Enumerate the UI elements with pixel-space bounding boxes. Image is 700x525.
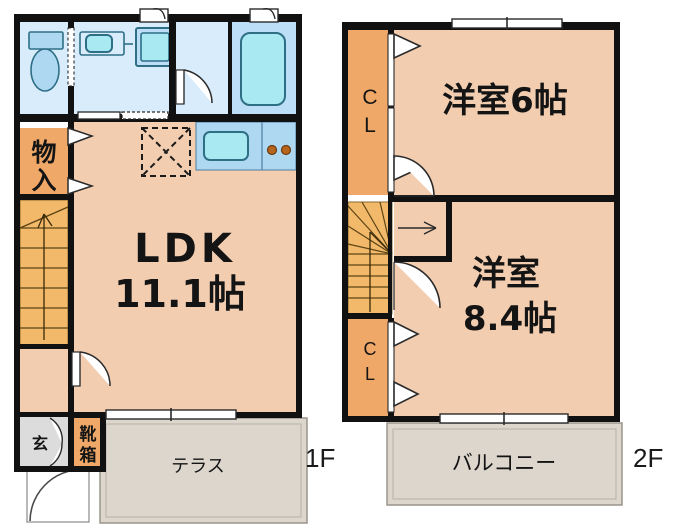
storage-closet-area <box>20 128 68 194</box>
staircase-2f <box>347 201 437 315</box>
ldk-label-line1: LDK <box>134 226 236 272</box>
closet-bottom-label-line2: L <box>365 364 375 384</box>
bathtub-icon <box>240 32 286 106</box>
terrace-area <box>99 417 308 524</box>
shoebox-area <box>74 416 102 466</box>
ldk-label-line2: 11.1帖 <box>114 272 246 316</box>
entrance-door-swing <box>26 465 90 523</box>
terrace-label: テラス <box>171 456 225 477</box>
closet-bottom-area <box>348 318 388 416</box>
stove-burner-right-icon <box>280 144 292 156</box>
door-closet-bottom <box>387 320 420 413</box>
hallway-floor <box>20 348 68 416</box>
shoebox-label-char2: 箱 <box>80 445 97 466</box>
stove-burner-left-icon <box>266 144 278 156</box>
sliding-door-washroom <box>77 111 169 120</box>
door-bathroom <box>175 69 213 105</box>
storage-label-char1: 物 <box>31 138 56 167</box>
floor-2-group: 洋室6帖 洋室 8.4帖 C L C L バルコニー <box>342 17 623 506</box>
bedroom2-label-line1: 洋室 <box>472 254 540 294</box>
staircase-1f <box>19 199 69 349</box>
bath-anteroom-floor <box>176 22 230 114</box>
door-bedroom2 <box>393 261 441 310</box>
hall-landing-floor <box>394 196 450 262</box>
balcony-area <box>386 422 623 506</box>
washing-machine-pan-icon <box>135 27 175 67</box>
shoebox-label-char1: 靴 <box>80 424 97 445</box>
closet-top-label-line1: C <box>362 86 377 109</box>
floor-label-2f: 2F <box>633 443 664 473</box>
window-washroom-top <box>139 8 169 23</box>
refrigerator-space-icon <box>141 127 191 177</box>
bedroom1-label: 洋室6帖 <box>442 81 568 121</box>
closet-top-label-line2: L <box>364 114 376 137</box>
vanity-sink-icon <box>79 31 133 56</box>
floor-1-group: LDK 11.1帖 物 入 靴 箱 玄 テラス <box>14 8 308 524</box>
bedroom1-floor <box>394 30 614 195</box>
storage-label-char2: 入 <box>31 166 56 195</box>
door-toilet <box>67 27 75 87</box>
genkan-floor <box>20 416 68 466</box>
toilet-icon <box>28 31 64 92</box>
kitchen-counter <box>195 121 297 171</box>
window-bedroom1-top <box>451 17 563 30</box>
closet-bottom-label-line1: C <box>364 339 377 359</box>
bedroom2-label-line2: 8.4帖 <box>463 299 557 339</box>
closet-top-area <box>348 30 388 195</box>
floor-label-1f: 1F <box>305 443 336 473</box>
kitchen-sink-icon <box>203 131 249 161</box>
window-bath-top <box>249 8 279 23</box>
door-bedroom1 <box>393 155 435 197</box>
door-genkan-inner <box>49 417 63 467</box>
window-ldk-to-terrace <box>105 408 237 421</box>
window-bedroom2-bottom <box>439 412 569 425</box>
balcony-label: バルコニー <box>452 451 557 475</box>
door-storage-closet <box>67 126 95 196</box>
door-hallway-to-ldk <box>71 351 111 387</box>
genkan-label: 玄 <box>32 434 48 453</box>
